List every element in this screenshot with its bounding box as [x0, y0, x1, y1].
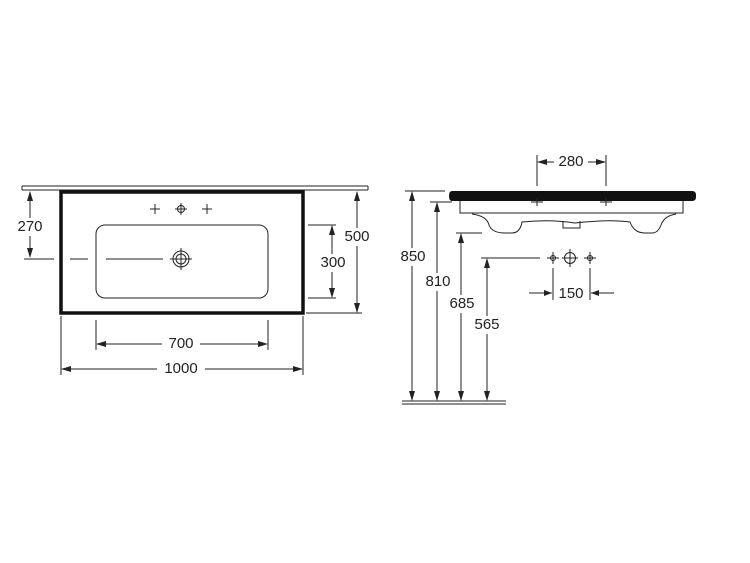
dimension-label-500: 500 — [344, 228, 369, 245]
tap-holes-icon — [531, 198, 612, 206]
dimension-label-280: 280 — [558, 153, 583, 170]
dimension-label-700: 700 — [168, 335, 193, 352]
dimension-label-565: 565 — [474, 316, 499, 333]
bowl-outline — [95, 224, 269, 299]
dimension-label-150: 150 — [558, 285, 583, 302]
basin-slab — [449, 191, 696, 201]
top-view: 270 300 500 700 1000 — [14, 185, 374, 378]
dimension-label-810: 810 — [425, 273, 450, 290]
dimension-label-300: 300 — [320, 254, 345, 271]
basin-outline — [59, 190, 305, 315]
side-view: 280 850 810 685 565 150 — [396, 153, 696, 405]
waste-holes-icon — [547, 249, 596, 267]
drain-icon — [170, 248, 192, 270]
wall-line — [21, 185, 369, 191]
dimension-label-270: 270 — [17, 218, 42, 235]
dimension-label-685: 685 — [449, 295, 474, 312]
dimension-label-1000: 1000 — [164, 360, 197, 377]
dimension-label-850: 850 — [400, 248, 425, 265]
floor-line — [402, 400, 506, 405]
tap-holes-icon — [150, 203, 212, 215]
basin-body — [459, 201, 684, 234]
